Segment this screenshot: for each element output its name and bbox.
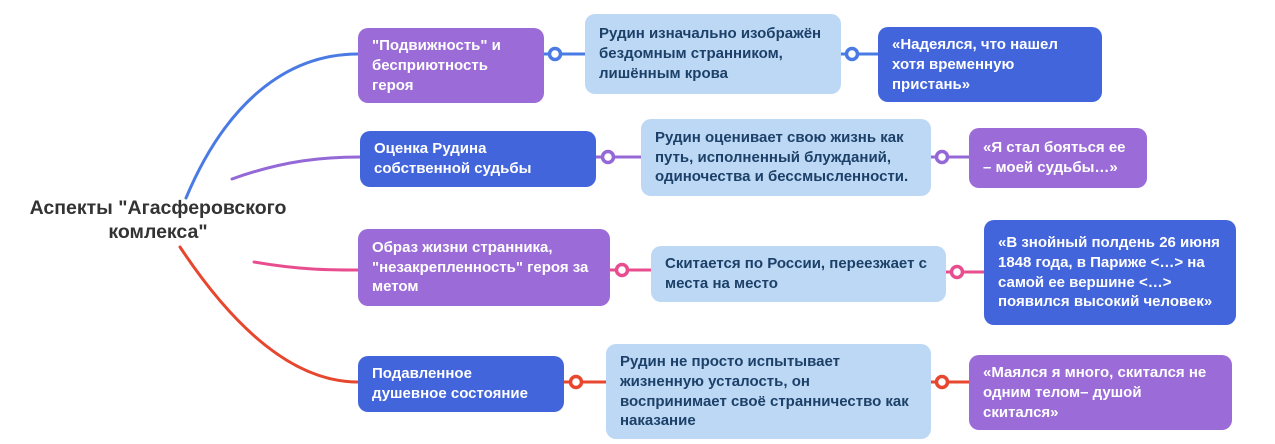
branch2-topic-label: Оценка Рудина собственной судьбы <box>374 140 532 177</box>
branch2-topic-node[interactable]: Оценка Рудина собственной судьбы <box>360 131 596 187</box>
branch2-detail-node[interactable]: Рудин оценивает свою жизнь как путь, исп… <box>641 119 931 196</box>
branch1-quote-label: «Надеялся, что нашел хотя временную прис… <box>892 36 1058 93</box>
connector-ring <box>547 46 563 62</box>
branch4-detail-node[interactable]: Рудин не просто испытывает жизненную уст… <box>606 344 931 440</box>
branch2-quote-node[interactable]: «Я стал бояться ее – моей судьбы…» <box>969 128 1147 188</box>
root-topic[interactable]: Аспекты "Агасферовского комлекса" <box>8 196 308 245</box>
branch1-topic-label: "Подвижность" и бесприютность героя <box>372 37 501 94</box>
branch3-detail-node[interactable]: Скитается по России, переезжает с места … <box>651 246 946 302</box>
connector-ring <box>949 264 965 280</box>
connector-ring <box>614 262 630 278</box>
connector-ring <box>844 46 860 62</box>
branch1-detail-label: Рудин изначально изображён бездомным стр… <box>599 25 822 82</box>
branch4-topic-node[interactable]: Подавленное душевное состояние <box>358 356 564 412</box>
branch3-quote-node[interactable]: «В знойный полдень 26 июня 1848 года, в … <box>984 220 1236 325</box>
branch3-topic-label: Образ жизни странника, "незакрепленность… <box>372 238 589 296</box>
branch3-quote-label: «В знойный полдень 26 июня 1848 года, в … <box>998 233 1220 311</box>
branch4-quote-label: «Маялся я много, скитался не одним телом… <box>983 364 1207 421</box>
branch-line-4 <box>178 245 360 384</box>
branch1-quote-node[interactable]: «Надеялся, что нашел хотя временную прис… <box>878 27 1102 103</box>
branch4-topic-label: Подавленное душевное состояние <box>372 365 528 402</box>
connector-ring <box>934 149 950 165</box>
branch1-topic-node[interactable]: "Подвижность" и бесприютность героя <box>358 28 544 104</box>
branch2-quote-label: «Я стал бояться ее – моей судьбы…» <box>983 139 1126 176</box>
branch2-detail-label: Рудин оценивает свою жизнь как путь, исп… <box>655 128 909 186</box>
branch1-detail-node[interactable]: Рудин изначально изображён бездомным стр… <box>585 14 841 94</box>
branch4-quote-node[interactable]: «Маялся я много, скитался не одним телом… <box>969 355 1232 431</box>
branch-line-3 <box>252 260 360 272</box>
branch4-detail-label: Рудин не просто испытывает жизненную уст… <box>620 353 909 430</box>
branch3-detail-label: Скитается по России, переезжает с места … <box>665 255 927 292</box>
branch3-topic-node[interactable]: Образ жизни странника, "незакрепленность… <box>358 229 610 306</box>
connector-ring <box>934 374 950 390</box>
branch-line-2 <box>230 155 362 181</box>
branch-line-1 <box>184 52 360 200</box>
connector-ring <box>568 374 584 390</box>
root-topic-label: Аспекты "Агасферовского комлекса" <box>29 197 287 244</box>
connector-ring <box>600 149 616 165</box>
